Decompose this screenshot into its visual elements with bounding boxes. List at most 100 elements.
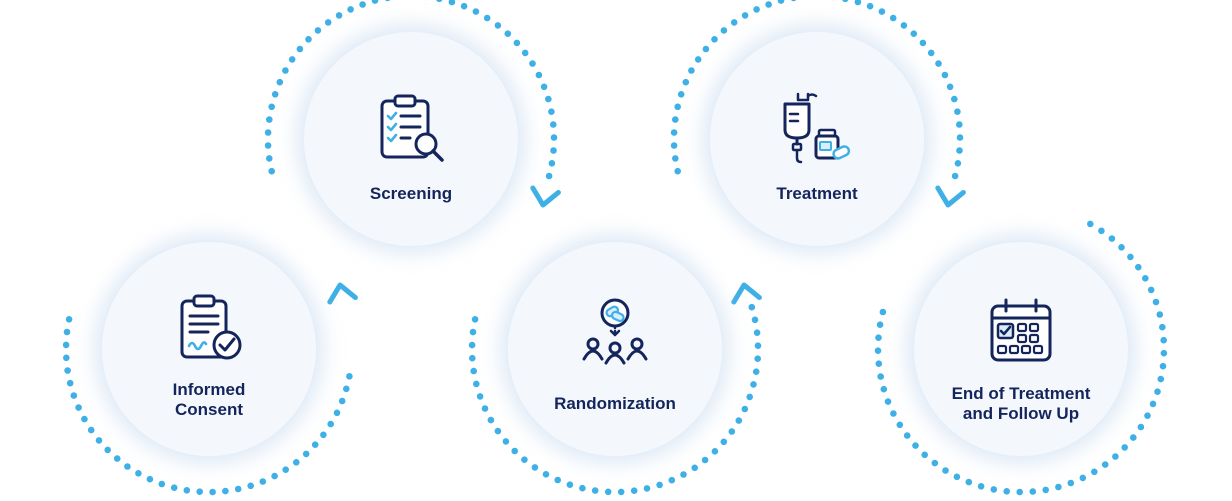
arc-dot (1144, 412, 1151, 420)
arc-dot (311, 441, 319, 449)
arc-dot (196, 488, 203, 496)
arc-dot (1149, 400, 1157, 408)
arc-dot (751, 316, 759, 324)
arc-dot (476, 393, 484, 400)
arc-dot (656, 481, 663, 489)
clipboard-signature-check-icon (173, 292, 245, 364)
arc-dot (504, 30, 512, 37)
arc-screening (264, 0, 558, 180)
arc-dot (1067, 479, 1075, 487)
arc-dot (511, 447, 518, 455)
arc-dot (554, 476, 561, 484)
arrow-up-icon (731, 282, 762, 305)
arc-dot (668, 476, 676, 484)
arc-dot (545, 172, 553, 180)
arc-dot (890, 410, 897, 417)
arc-dot (931, 459, 939, 467)
arc-dot (282, 466, 290, 474)
arc-dot (531, 464, 539, 471)
arc-dot (694, 56, 702, 63)
arc-dot (941, 71, 949, 79)
arc-dot (765, 1, 772, 8)
arc-dot (268, 103, 276, 111)
arc-dot (951, 172, 959, 180)
arc-dot (222, 487, 229, 495)
arc-dot (81, 415, 88, 423)
arc-dot (266, 116, 273, 123)
arc-dot (854, 0, 862, 6)
arc-dot (1152, 298, 1160, 306)
arc-dot (672, 155, 679, 162)
arc-dot (473, 380, 480, 388)
arc-dot (333, 409, 341, 417)
arc-dot (990, 486, 998, 493)
arc-dot (521, 456, 528, 464)
arc-dot (752, 368, 760, 376)
arc-dot (1137, 423, 1145, 431)
arc-dot (879, 308, 887, 316)
arc-dot (550, 134, 558, 141)
arc-dot (1135, 263, 1142, 271)
arc-dot (874, 347, 882, 355)
arc-dot (448, 0, 456, 6)
arc-dot (942, 467, 949, 474)
arc-dot (481, 405, 489, 412)
arc-dot (754, 342, 762, 350)
arc-dot (436, 0, 443, 3)
arc-dot (338, 397, 346, 405)
arc-dot (674, 103, 681, 111)
arc-dot (591, 487, 599, 494)
step-label-line: Treatment (776, 184, 858, 203)
arc-dot (1157, 375, 1165, 383)
arc-dot (259, 478, 267, 485)
arc-dot (884, 398, 892, 405)
arc-dot (735, 417, 743, 424)
arc-treatment (670, 0, 964, 180)
arc-dot (1101, 461, 1109, 468)
arc-dot (1016, 488, 1023, 496)
arc-dot (550, 147, 557, 154)
arc-dot (878, 8, 886, 15)
arc-dot (630, 487, 638, 495)
arc-dot (266, 155, 273, 162)
arc-dot (688, 67, 695, 74)
arc-dot (513, 39, 521, 47)
arc-dot (670, 129, 678, 136)
arc-dot (750, 381, 757, 388)
arrow-down-icon (935, 185, 966, 208)
arc-dot (170, 484, 178, 492)
arc-dot (468, 341, 476, 349)
arc-dot (701, 456, 709, 464)
arc-dot (1029, 488, 1037, 495)
arc-dot (935, 60, 942, 67)
arc-dot (670, 142, 678, 149)
arc-dot (1112, 453, 1119, 460)
step-label-line: Screening (369, 184, 453, 203)
arc-dot (471, 316, 479, 323)
arc-dot (271, 91, 279, 98)
arc-dot (754, 355, 761, 363)
arc-dot (956, 121, 963, 128)
arc-dot (521, 49, 529, 57)
arc-dot (183, 487, 191, 494)
arc-dot (87, 426, 95, 434)
arc-informed-consent (62, 316, 353, 496)
arc-dot (711, 36, 718, 43)
arc-dot (753, 6, 760, 13)
arc-dot (343, 385, 350, 393)
arc-dot (875, 334, 882, 342)
arc-dot (288, 56, 296, 63)
arc-dot (487, 416, 495, 424)
arc-dot (268, 167, 276, 175)
arc-dot (880, 385, 888, 393)
arc-dot (954, 160, 962, 167)
arc-dot (335, 12, 343, 19)
step-label-line: Randomization (554, 394, 676, 413)
arc-dot (889, 14, 897, 22)
clipboard-checklist-magnifier-icon (376, 92, 448, 164)
arc-dot (347, 6, 354, 13)
arc-dot (1130, 434, 1137, 441)
arc-dot (910, 30, 918, 37)
arc-dot (1091, 468, 1098, 476)
